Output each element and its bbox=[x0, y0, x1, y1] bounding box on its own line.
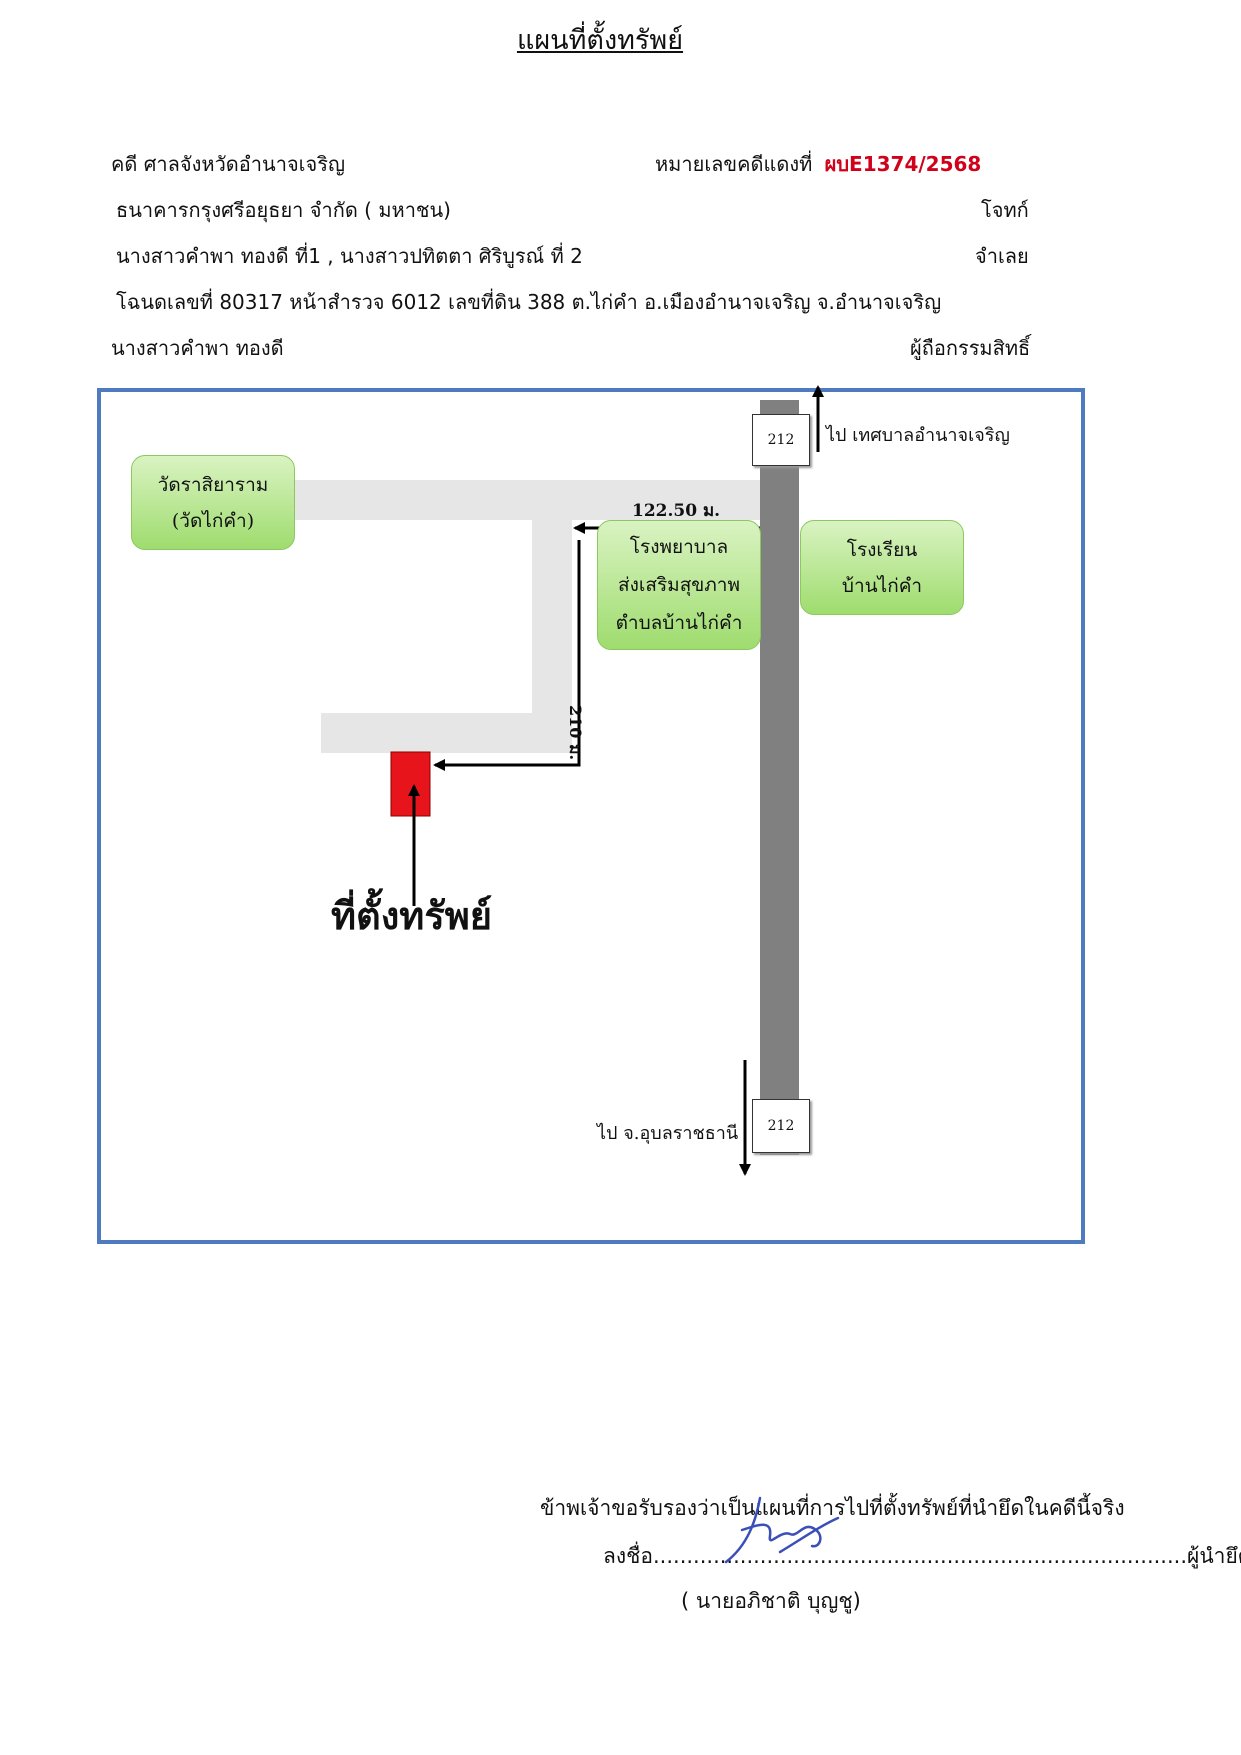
label-to-south: ไป จ.อุบลราชธานี bbox=[597, 1123, 739, 1144]
school-label-line1: โรงเรียน bbox=[846, 538, 918, 561]
owner-role: ผู้ถือกรรมสิทธิ์ bbox=[910, 336, 1031, 360]
label-distance-horizontal: 122.50 ม. bbox=[632, 501, 721, 521]
label-distance-vertical: 210 ม. bbox=[566, 705, 585, 761]
signature-role: ผู้นำยึด bbox=[1187, 1544, 1241, 1568]
handwritten-signature bbox=[724, 1496, 840, 1564]
case-court: คดี ศาลจังหวัดอำนาจเจริญ bbox=[111, 152, 345, 176]
landmark-school: โรงเรียน บ้านไก่คำ bbox=[800, 520, 964, 615]
route-shield-top: 212 bbox=[752, 414, 810, 466]
owner-name: นางสาวคำพา ทองดี bbox=[111, 336, 284, 360]
defendant-role: จำเลย bbox=[975, 244, 1029, 268]
hospital-label-line2: ส่งเสริมสุขภาพ bbox=[618, 574, 740, 596]
temple-label-line1: วัดราสิยาราม bbox=[157, 473, 269, 496]
case-number-value: ผบE1374/2568 bbox=[824, 152, 982, 176]
route-shield-bottom: 212 bbox=[752, 1099, 810, 1153]
defendant-name: นางสาวคำพา ทองดี ที่1 , นางสาวปทิตตา ศิร… bbox=[116, 244, 583, 268]
landmark-hospital: โรงพยาบาล ส่งเสริมสุขภาพ ตำบลบ้านไก่คำ bbox=[597, 520, 761, 650]
map-frame bbox=[97, 388, 1085, 1244]
label-to-north: ไป เทศบาลอำนาจเจริญ bbox=[826, 425, 1010, 446]
road-horizontal-top bbox=[295, 480, 760, 520]
signer-name: ( นายอภิชาติ บุญชู) bbox=[681, 1589, 861, 1613]
road-horizontal-bottom bbox=[321, 713, 572, 753]
case-number-label: หมายเลขคดีแดงที่ bbox=[655, 152, 813, 176]
arrow-distance-vertical bbox=[433, 540, 581, 771]
hospital-label-line3: ตำบลบ้านไก่คำ bbox=[615, 612, 743, 634]
plaintiff-role: โจทก์ bbox=[981, 198, 1029, 222]
case-number: หมายเลขคดีแดงที่ ผบE1374/2568 bbox=[655, 148, 981, 180]
temple-label-line2: (วัดไก่คำ) bbox=[171, 509, 255, 532]
road-vertical bbox=[532, 480, 572, 753]
hospital-label-line1: โรงพยาบาล bbox=[629, 536, 729, 558]
page-title: แผนที่ตั้งทรัพย์ bbox=[516, 25, 684, 56]
highway-212 bbox=[760, 400, 799, 1155]
school-label-line2: บ้านไก่คำ bbox=[841, 574, 923, 597]
signature-line: ลงชื่อ..................................… bbox=[603, 1540, 1241, 1573]
plaintiff-name: ธนาคารกรุงศรีอยุธยา จำกัด ( มหาชน) bbox=[116, 198, 451, 222]
certify-statement: ข้าพเจ้าขอรับรองว่าเป็นแผนที่การไปที่ตั้… bbox=[540, 1496, 1125, 1520]
landmark-temple: วัดราสิยาราม (วัดไก่คำ) bbox=[131, 455, 295, 550]
property-marker bbox=[390, 751, 431, 817]
deed-info: โฉนดเลขที่ 80317 หน้าสำรวจ 6012 เลขที่ดิ… bbox=[116, 290, 942, 314]
label-property: ที่ตั้งทรัพย์ bbox=[331, 893, 493, 938]
signature-prefix: ลงชื่อ..................................… bbox=[603, 1544, 1188, 1568]
